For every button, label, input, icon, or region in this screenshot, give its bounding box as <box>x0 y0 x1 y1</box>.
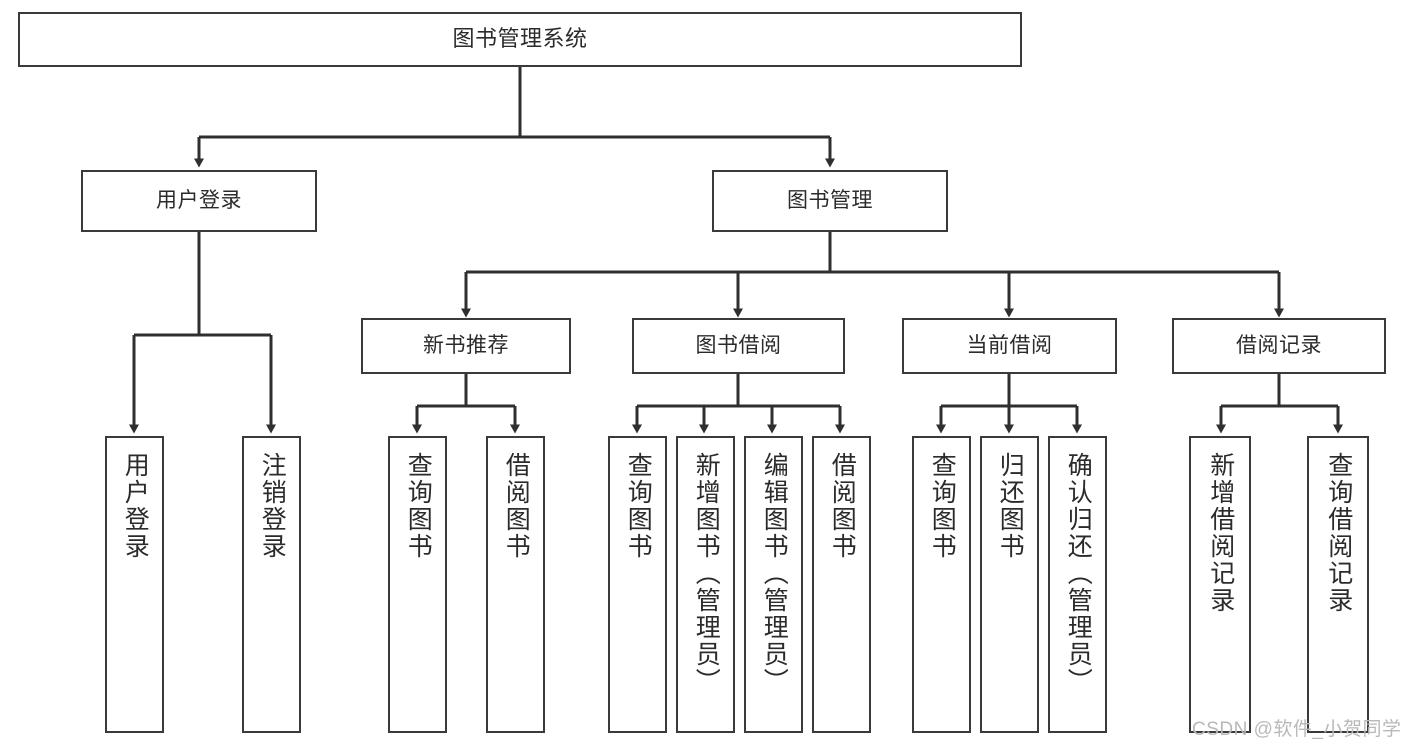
node-label: 用户登录 <box>156 189 242 213</box>
leaf-query-borrow-record[interactable]: 查询借阅记录 <box>1307 436 1369 733</box>
node-label: 新增图书（管理员） <box>692 452 721 695</box>
node-label: 用户登录 <box>121 452 150 560</box>
node-label: 新增借阅记录 <box>1206 452 1235 614</box>
node-label: 查询图书 <box>928 452 957 560</box>
node-label: 图书管理系统 <box>452 26 588 52</box>
leaf-return-book[interactable]: 归还图书 <box>980 436 1039 733</box>
leaf-query-books-recommendation[interactable]: 查询图书 <box>388 436 447 733</box>
node-label: 注销登录 <box>258 452 287 560</box>
leaf-add-borrow-record[interactable]: 新增借阅记录 <box>1189 436 1251 733</box>
node-new-book-recommendation[interactable]: 新书推荐 <box>361 318 571 374</box>
node-label: 新书推荐 <box>423 334 509 358</box>
csdn-watermark: CSDN @软件_小贺同学 <box>1192 719 1402 740</box>
leaf-borrow-books-recommendation[interactable]: 借阅图书 <box>486 436 545 733</box>
node-label: 借阅记录 <box>1236 334 1322 358</box>
node-book-borrowing[interactable]: 图书借阅 <box>632 318 845 374</box>
node-label: 图书借阅 <box>695 334 782 358</box>
node-label: 图书管理 <box>787 189 873 213</box>
node-user-login[interactable]: 用户登录 <box>81 170 317 232</box>
node-label: 当前借阅 <box>966 334 1053 358</box>
leaf-query-books-current[interactable]: 查询图书 <box>912 436 971 733</box>
node-root-library-system[interactable]: 图书管理系统 <box>18 12 1022 67</box>
node-label: 查询借阅记录 <box>1324 452 1353 614</box>
node-label: 归还图书 <box>996 452 1025 560</box>
leaf-edit-book-admin[interactable]: 编辑图书（管理员） <box>744 436 803 733</box>
leaf-query-books-borrowing[interactable]: 查询图书 <box>608 436 667 733</box>
node-label: 编辑图书（管理员） <box>760 452 789 695</box>
node-borrow-records[interactable]: 借阅记录 <box>1172 318 1386 374</box>
node-label: 查询图书 <box>624 452 653 560</box>
leaf-add-book-admin[interactable]: 新增图书（管理员） <box>676 436 735 733</box>
node-label: 确认归还（管理员） <box>1064 452 1093 695</box>
node-book-management[interactable]: 图书管理 <box>712 170 948 232</box>
node-label: 查询图书 <box>404 452 433 560</box>
node-current-borrowing[interactable]: 当前借阅 <box>902 318 1117 374</box>
leaf-confirm-return-admin[interactable]: 确认归还（管理员） <box>1048 436 1107 733</box>
node-label: 借阅图书 <box>828 452 857 560</box>
leaf-borrow-book[interactable]: 借阅图书 <box>812 436 871 733</box>
node-label: 借阅图书 <box>502 452 531 560</box>
leaf-user-login[interactable]: 用户登录 <box>105 436 164 733</box>
leaf-logout[interactable]: 注销登录 <box>242 436 301 733</box>
